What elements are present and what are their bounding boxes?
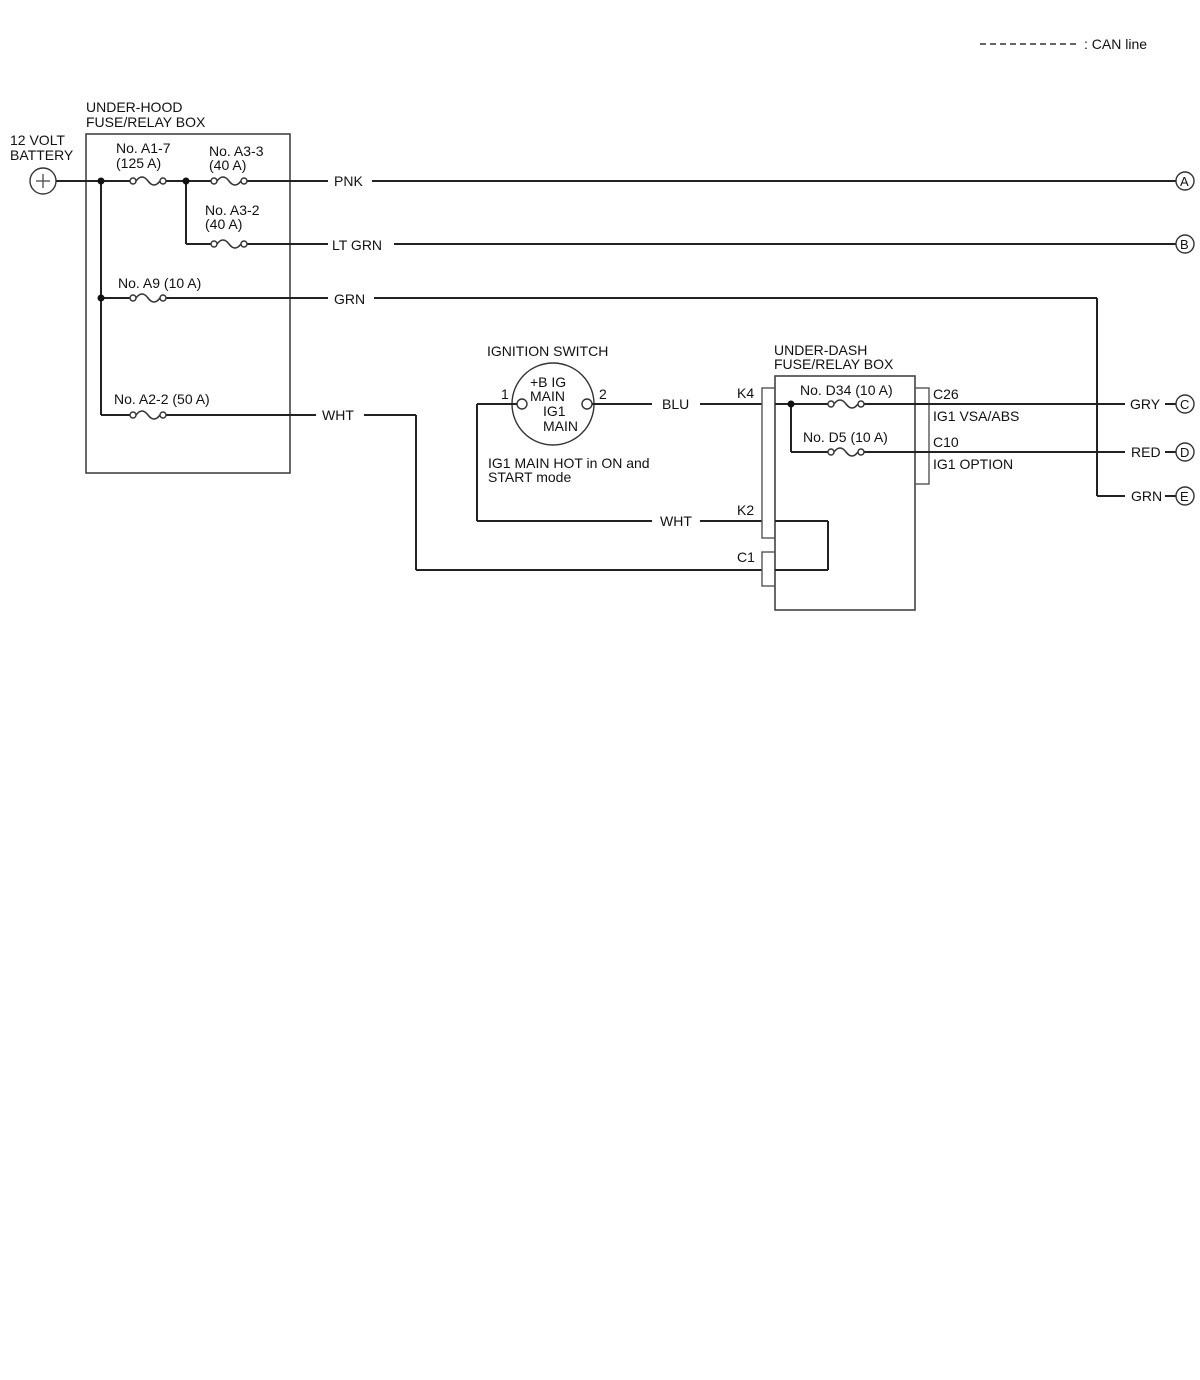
connector-a-label: A: [1180, 174, 1189, 189]
connector-c10-label: C10: [933, 434, 959, 450]
fuse-a3-3-symbol: [210, 176, 248, 186]
wire-label-grn-out: GRN: [1131, 488, 1162, 504]
fuse-a2-2-label: No. A2-2 (50 A): [114, 391, 210, 407]
connector-e-label: E: [1180, 489, 1189, 504]
fuse-a9-symbol: [129, 293, 167, 303]
wire-label-blu: BLU: [662, 396, 689, 412]
ignition-switch-title: IGNITION SWITCH: [487, 343, 608, 359]
connector-c1-block: [761, 551, 776, 587]
fuse-a3-2-label-line2: (40 A): [205, 216, 242, 232]
connector-c10-circuit: IG1 OPTION: [933, 456, 1013, 472]
fuse-a9-label: No. A9 (10 A): [118, 275, 201, 291]
wire-label-grn: GRN: [334, 291, 365, 307]
connector-c26-label: C26: [933, 386, 959, 402]
fuse-a3-3-label-line1: No. A3-3: [209, 143, 264, 159]
fuse-a1-7-label-line1: No. A1-7: [116, 140, 171, 156]
connector-d-symbol: [1175, 442, 1195, 462]
can-line-legend-label: : CAN line: [1084, 36, 1147, 52]
wire-label-wht-lower: WHT: [660, 513, 692, 529]
underhood-box-label-line1: UNDER-HOOD: [86, 99, 182, 115]
fuse-d5-symbol: [827, 447, 865, 457]
connector-d-label: D: [1180, 445, 1189, 460]
wire-label-lt-grn: LT GRN: [332, 237, 382, 253]
ignition-switch-note-line1: IG1 MAIN HOT in ON and: [488, 455, 650, 471]
underdash-fuse-relay-box: [774, 375, 916, 611]
fuse-a3-2-label-line1: No. A3-2: [205, 202, 260, 218]
fuse-d34-symbol: [827, 399, 865, 409]
ignition-switch-b-ig: +B IG: [530, 374, 566, 390]
wire-label-wht-upper: WHT: [322, 407, 354, 423]
ignition-switch-ig1: IG1: [543, 403, 566, 419]
fuse-a1-7-label-line2: (125 A): [116, 155, 161, 171]
wire-label-gry: GRY: [1130, 396, 1161, 412]
underhood-fuse-relay-box: [85, 133, 291, 474]
fuse-a3-3-label-line2: (40 A): [209, 157, 246, 173]
fuse-d34-label: No. D34 (10 A): [800, 382, 893, 398]
underdash-box-label-line1: UNDER-DASH: [774, 342, 867, 358]
connector-k-block: [761, 387, 776, 539]
connector-b-label: B: [1180, 237, 1189, 252]
fuse-a2-2-symbol: [129, 410, 167, 420]
ignition-switch-main1: MAIN: [530, 388, 565, 404]
wire-label-pnk: PNK: [334, 173, 363, 189]
battery-label-line1: 12 VOLT: [10, 132, 65, 148]
ignition-switch-pos2: 2: [599, 386, 607, 402]
connector-e-symbol: [1175, 486, 1195, 506]
connector-c1-label: C1: [737, 549, 755, 565]
connector-c-symbol: [1175, 394, 1195, 414]
connector-k4-label: K4: [737, 385, 754, 401]
connector-k2-label: K2: [737, 502, 754, 518]
ignition-switch-main2: MAIN: [543, 418, 578, 434]
underdash-box-label-line2: FUSE/RELAY BOX: [774, 356, 894, 372]
connector-b-symbol: [1175, 234, 1195, 254]
connector-a-symbol: [1175, 171, 1195, 191]
connector-c26-circuit: IG1 VSA/ABS: [933, 408, 1019, 424]
fuse-a1-7-symbol: [129, 176, 167, 186]
connector-c-block: [914, 387, 930, 485]
fuse-d5-label: No. D5 (10 A): [803, 429, 888, 445]
ignition-switch-pos1: 1: [501, 386, 509, 402]
connector-c-label: C: [1180, 397, 1189, 412]
underhood-box-label-line2: FUSE/RELAY BOX: [86, 114, 206, 130]
battery-label-line2: BATTERY: [10, 147, 74, 163]
fuse-a3-2-symbol: [210, 239, 248, 249]
ignition-switch-note-line2: START mode: [488, 469, 571, 485]
wire-label-red: RED: [1131, 444, 1161, 460]
